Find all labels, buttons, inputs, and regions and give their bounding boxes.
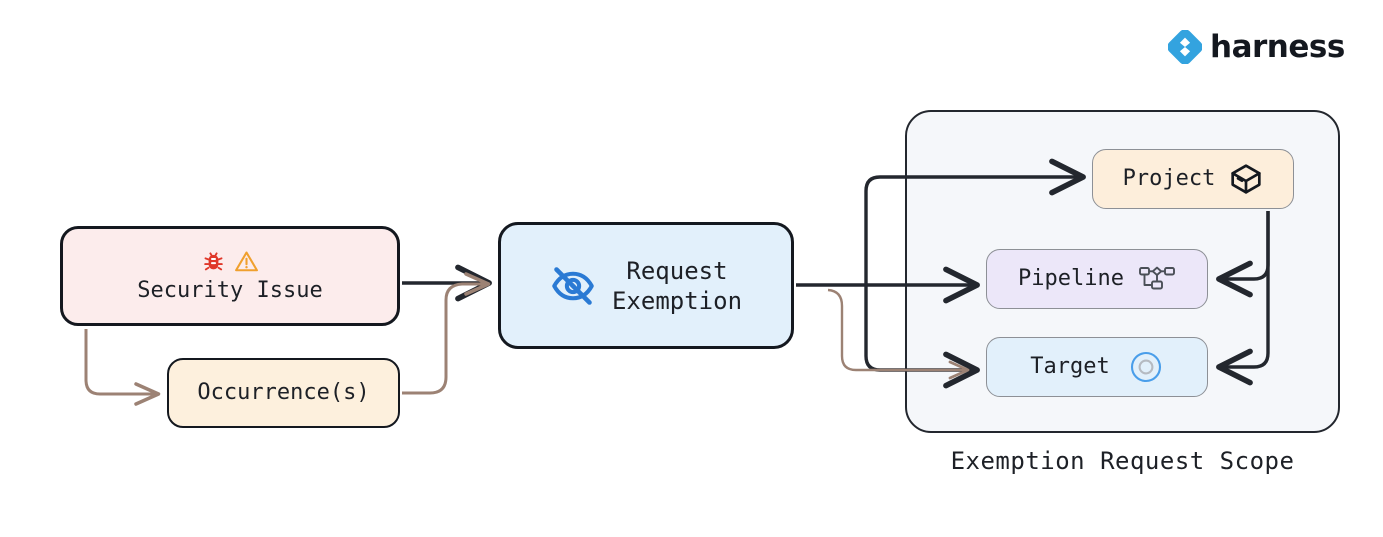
brand-name: harness — [1210, 28, 1345, 65]
target-label: Target — [1030, 354, 1110, 380]
pipeline-label: Pipeline — [1018, 266, 1124, 292]
edge-occurrences-to-request — [402, 272, 491, 395]
node-target[interactable]: Target — [986, 337, 1208, 397]
edge-request-to-target — [864, 285, 980, 389]
request-exemption-label: Request Exemption — [611, 256, 743, 315]
target-circles-icon — [1128, 349, 1164, 385]
node-request-exemption[interactable]: Request Exemption — [498, 222, 794, 349]
edge-project-to-pipeline — [1216, 211, 1270, 298]
security-issue-icon-row — [201, 247, 259, 275]
node-security-issue[interactable]: Security Issue — [60, 226, 400, 326]
edge-occurrences-to-target — [827, 288, 970, 380]
node-project[interactable]: Project — [1092, 149, 1294, 209]
edge-request-to-project — [864, 158, 1086, 285]
brand-logo: harness — [1168, 30, 1345, 64]
edge-project-to-target — [1216, 211, 1270, 386]
eye-off-icon — [550, 263, 596, 309]
occurrences-label: Occurrence(s) — [197, 380, 370, 406]
exemption-request-scope-label: Exemption Request Scope — [950, 447, 1295, 475]
node-pipeline[interactable]: Pipeline — [986, 249, 1208, 309]
edge-security-to-occurrences — [84, 329, 161, 406]
node-occurrences[interactable]: Occurrence(s) — [167, 358, 400, 428]
pipeline-nodes-icon — [1138, 264, 1176, 294]
cube-box-icon — [1229, 162, 1263, 196]
warning-triangle-icon — [234, 249, 259, 274]
bug-icon — [201, 249, 226, 274]
project-label: Project — [1122, 166, 1216, 192]
security-issue-label: Security Issue — [137, 278, 323, 304]
harness-diamond-logo-icon — [1168, 30, 1202, 64]
